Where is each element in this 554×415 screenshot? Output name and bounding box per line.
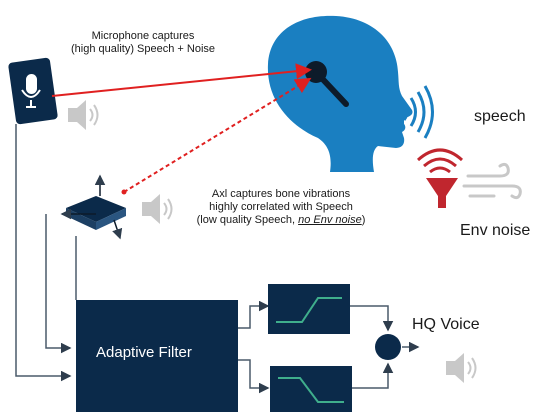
filter-response-box [268,284,350,334]
mic-to-head-link [51,63,312,97]
microphone-caption-line2: (high quality) Speech + Noise [71,43,215,55]
speech-waves-icon [402,85,434,139]
axl-caption-emphasis: no Env noise [298,214,362,226]
noise-icon [416,148,464,208]
speaker-icon [446,353,477,383]
microphone-caption: Microphone captures (high quality) Speec… [68,30,218,56]
axl-caption-suffix: ) [361,214,366,226]
speaker-icon [142,194,173,224]
signal-lines [15,124,394,394]
speech-label: speech [474,108,526,125]
axl-caption-line2: highly correlated with Speech [209,201,353,213]
axl-caption-line1: Axl captures bone vibrations [211,188,351,200]
microphone-caption-line1: Microphone captures [91,30,195,42]
adaptive-filter-label: Adaptive Filter [96,344,192,361]
axl-to-head-link [121,77,312,195]
adaptive-filter-block [76,300,238,412]
accelerometer-icon [60,174,126,240]
axl-caption-prefix: (low quality Speech, [196,214,299,226]
filter-response-box [270,366,352,412]
axl-caption-line3: (low quality Speech, no Env noise) [166,214,396,227]
wind-icon [462,162,522,200]
hq-voice-label: HQ Voice [412,316,480,333]
axl-caption: Axl captures bone vibrations highly corr… [166,188,396,227]
env-noise-label: Env noise [460,222,531,239]
microphone-icon [8,57,58,125]
summing-node-icon [375,334,420,360]
speaker-icon [68,100,99,130]
